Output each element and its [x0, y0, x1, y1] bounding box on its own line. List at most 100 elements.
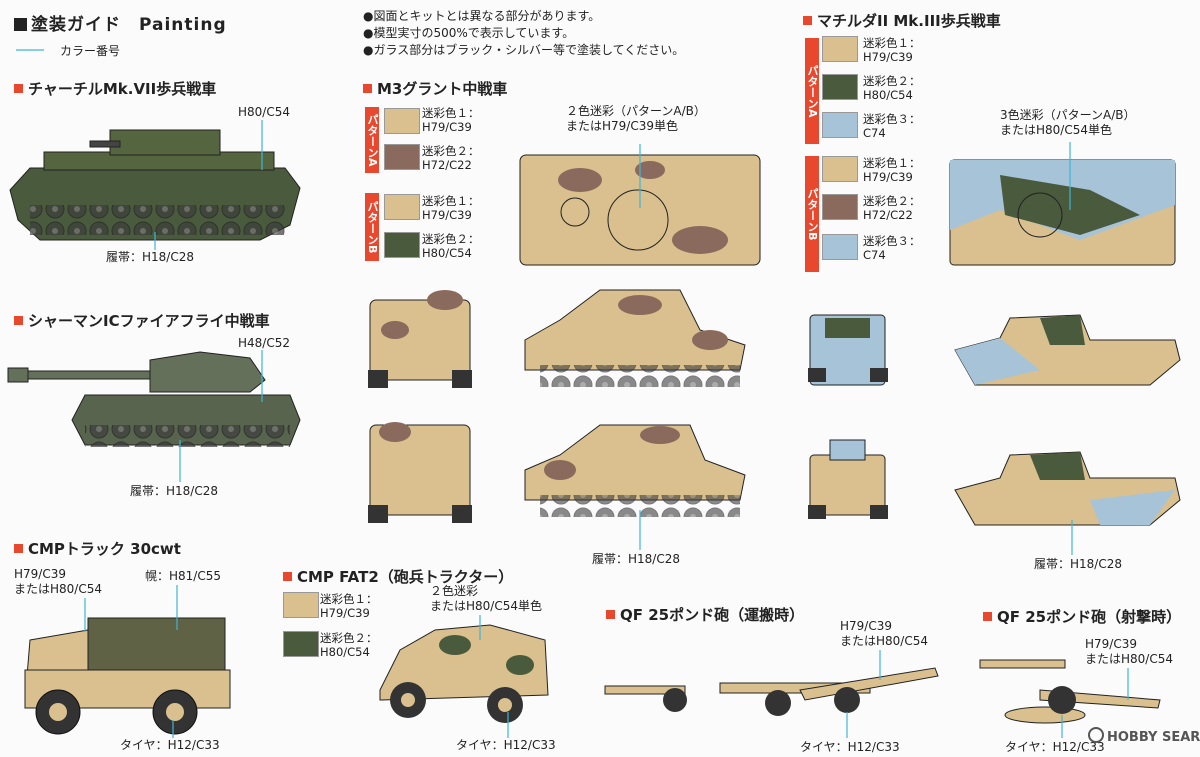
matilda-side-drawing-b	[954, 451, 1181, 526]
sherman-tracks-color: 履帯：H18/C28	[130, 484, 218, 498]
swatch-label-line: 迷彩色１：	[863, 36, 921, 50]
note-item: ●模型実寸の500%で表示しています。	[363, 26, 575, 40]
swatch-label-line: H79/C39	[320, 606, 370, 620]
matilda-a-swatch-1	[822, 36, 858, 62]
swatch-label-line: H79/C39	[422, 120, 472, 134]
matilda-side-drawing-a	[954, 314, 1181, 386]
fat2-swatch-1	[283, 592, 319, 618]
qf-transport-body-line1: H79/C39	[840, 619, 892, 633]
matilda-b-swatch-3-label: 迷彩色３：C74	[863, 234, 921, 262]
churchill-tracks-color: 履帯：H18/C28	[106, 250, 194, 264]
swatch-label-line: 迷彩色３：	[863, 112, 921, 126]
matilda-camo-line2: またはH80/C54単色	[1000, 123, 1112, 137]
m3-pattern-a-badge: パターンA	[365, 107, 379, 173]
section-square-icon	[983, 612, 992, 621]
cmp-truck-canopy-color: 幌：H81/C55	[145, 569, 221, 583]
cmp-truck-body-line2: またはH80/C54	[14, 582, 102, 596]
section-title-text: QF 25ポンド砲（運搬時）	[620, 606, 805, 624]
page-title: 塗装ガイド Painting	[14, 10, 227, 35]
matilda-b-swatch-2	[822, 194, 858, 220]
sherman-body-color: H48/C52	[238, 336, 290, 350]
section-title-matilda: マチルダII Mk.III歩兵戦車	[803, 10, 1001, 31]
section-title-text: CMPトラック 30cwt	[28, 540, 181, 558]
qf-firing-drawing	[979, 659, 1161, 724]
note-item: ●図面とキットとは異なる部分があります。	[363, 9, 601, 23]
qf-transport-tires-color: タイヤ：H12/C33	[800, 740, 900, 754]
section-title-sherman: シャーマンICファイアフライ中戦車	[14, 310, 270, 331]
section-square-icon	[803, 16, 812, 25]
m3-b-swatch-1	[384, 194, 420, 220]
swatch-label-line: H80/C54	[422, 246, 472, 260]
legend-label: カラー番号	[60, 44, 121, 58]
m3-camo-line2: またはH79/C39単色	[566, 119, 678, 133]
matilda-tracks-color: 履帯：H18/C28	[1034, 557, 1122, 571]
matilda-pattern-b-badge: パターンB	[805, 156, 819, 272]
section-title-text: CMP FAT2（砲兵トラクター）	[297, 568, 514, 586]
title-square-icon	[14, 18, 27, 31]
matilda-a-swatch-3-label: 迷彩色３：C74	[863, 112, 921, 140]
qf-transport-body-line2: またはH80/C54	[840, 634, 928, 648]
swatch-label-line: C74	[863, 126, 886, 140]
watermark: HOBBY SEARCH	[1088, 727, 1200, 745]
m3-pattern-b-badge: パターンB	[365, 193, 379, 261]
m3-b-swatch-1-label: 迷彩色１：H79/C39	[422, 194, 480, 222]
qf-firing-tires-color: タイヤ：H12/C33	[1005, 740, 1105, 754]
cmp-truck-body-line1: H79/C39	[14, 567, 66, 581]
section-title-qf-transport: QF 25ポンド砲（運搬時）	[606, 604, 804, 625]
m3-b-swatch-2	[384, 232, 420, 258]
section-title-cmp-truck: CMPトラック 30cwt	[14, 538, 181, 559]
notes: ●図面とキットとは異なる部分があります。 ●模型実寸の500%で表示しています。…	[363, 8, 684, 59]
leader-lines	[16, 49, 1129, 738]
qf-transport-drawing	[604, 667, 939, 716]
swatch-label-line: 迷彩色２：	[320, 631, 378, 645]
m3-side-drawing-b	[524, 424, 746, 517]
section-title-text: マチルダII Mk.III歩兵戦車	[817, 12, 1001, 30]
section-title-m3: M3グラント中戦車	[363, 78, 507, 99]
fat2-swatch-1-label: 迷彩色１：H79/C39	[320, 592, 378, 620]
swatch-label-line: H72/C22	[863, 208, 913, 222]
m3-front-drawing-b	[368, 422, 472, 523]
cmp-truck-tires-color: タイヤ：H12/C33	[120, 738, 220, 752]
section-title-text: シャーマンICファイアフライ中戦車	[28, 312, 270, 330]
m3-tracks-color: 履帯：H18/C28	[592, 552, 680, 566]
section-title-qf-firing: QF 25ポンド砲（射撃時）	[983, 606, 1181, 627]
swatch-label-line: 迷彩色２：	[422, 144, 480, 158]
swatch-label-line: 迷彩色２：	[863, 194, 921, 208]
m3-b-swatch-2-label: 迷彩色２：H80/C54	[422, 232, 480, 260]
matilda-b-swatch-3	[822, 234, 858, 260]
swatch-label-line: H79/C39	[863, 170, 913, 184]
matilda-b-swatch-1-label: 迷彩色１：H79/C39	[863, 156, 921, 184]
fat2-camo-line1: ２色迷彩	[430, 584, 479, 598]
section-title-fat2: CMP FAT2（砲兵トラクター）	[283, 566, 513, 587]
m3-a-swatch-1	[384, 108, 420, 134]
churchill-drawing	[9, 129, 301, 241]
watermark-logo-icon	[1088, 727, 1104, 743]
matilda-pattern-a-badge: パターンA	[805, 38, 819, 144]
section-title-text: QF 25ポンド砲（射撃時）	[997, 608, 1182, 626]
qf-firing-body-line1: H79/C39	[1085, 637, 1137, 651]
churchill-body-color: H80/C54	[238, 105, 290, 119]
m3-front-drawing-a	[368, 290, 472, 388]
m3-a-swatch-1-label: 迷彩色１：H79/C39	[422, 106, 480, 134]
matilda-a-swatch-2-label: 迷彩色２：H80/C54	[863, 74, 921, 102]
swatch-label-line: 迷彩色１：	[422, 106, 480, 120]
matilda-a-swatch-2	[822, 74, 858, 100]
m3-side-drawing-a	[524, 289, 746, 387]
section-square-icon	[14, 84, 23, 93]
section-title-churchill: チャーチルMk.VII歩兵戦車	[14, 78, 216, 99]
fat2-swatch-2-label: 迷彩色２：H80/C54	[320, 631, 378, 659]
m3-camo-line1: ２色迷彩（パターンA/B）	[566, 104, 706, 118]
sherman-drawing	[7, 351, 301, 447]
swatch-label-line: 迷彩色２：	[863, 74, 921, 88]
section-square-icon	[363, 84, 372, 93]
swatch-label-line: 迷彩色１：	[422, 194, 480, 208]
swatch-label-line: H79/C39	[422, 208, 472, 222]
swatch-label-line: H79/C39	[863, 50, 913, 64]
matilda-top-drawing	[949, 159, 1176, 266]
qf-firing-body-line2: またはH80/C54	[1085, 652, 1173, 666]
swatch-label-line: H72/C22	[422, 158, 472, 172]
